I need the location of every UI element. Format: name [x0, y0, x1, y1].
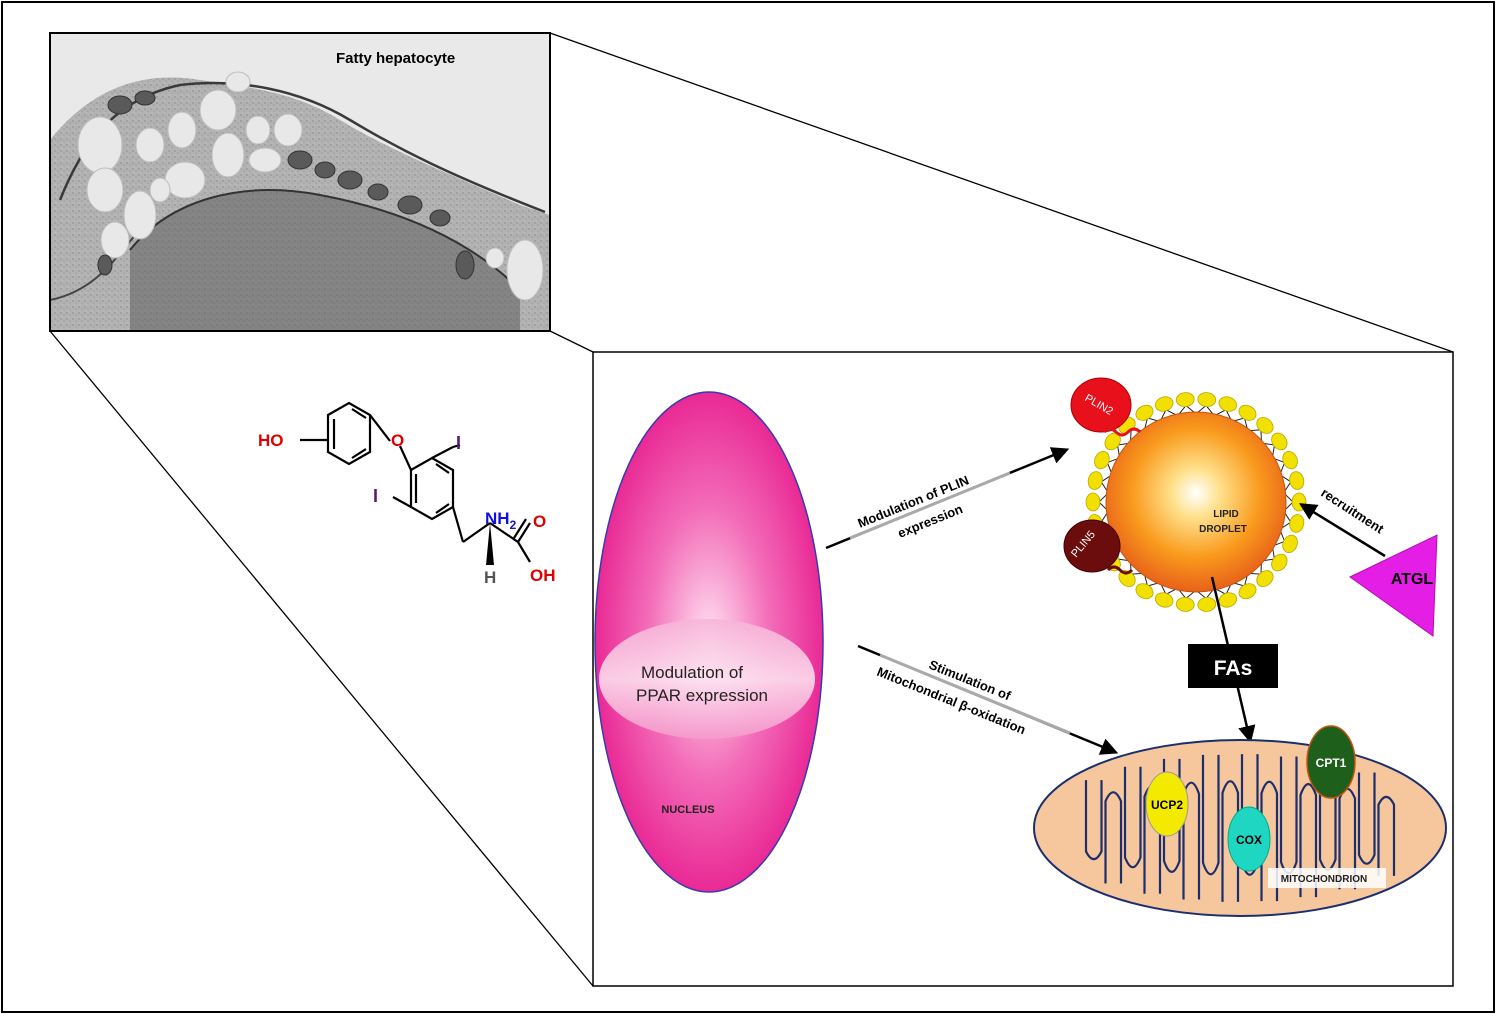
cpt1-protein	[1306, 725, 1356, 799]
phospholipid-head	[1218, 396, 1238, 412]
plin2-protein	[1070, 377, 1132, 433]
atgl-enzyme	[1349, 534, 1438, 637]
phospholipid-head	[1118, 570, 1136, 587]
fas-box	[1188, 644, 1278, 688]
phospholipid-head	[1238, 583, 1257, 600]
mitochondrion-label-bg	[1268, 868, 1386, 888]
phospholipid-head	[1271, 432, 1288, 451]
cox-label: COX	[1236, 833, 1262, 847]
phospholipid-head	[1094, 451, 1110, 470]
phospholipid-head	[1085, 492, 1101, 512]
electron-micrograph	[50, 33, 550, 331]
hydrogen-label: H	[484, 568, 496, 587]
beta-oxidation-arrow-grey	[879, 653, 1071, 735]
ho-label: HO	[258, 431, 284, 450]
phospholipid-head	[1256, 570, 1274, 587]
phospholipid-head	[1282, 451, 1298, 470]
phospholipid-head	[1135, 404, 1154, 421]
cpt1-label: CPT1	[1316, 756, 1347, 770]
phospholipid-head	[1154, 396, 1174, 412]
phospholipid-head	[1291, 492, 1307, 512]
iodine-left-label: I	[373, 486, 378, 506]
iodine-top-label: I	[456, 433, 461, 453]
phospholipid-head	[1175, 597, 1195, 612]
nucleus-inner-region	[599, 619, 815, 739]
nucleus-inner-line2: PPAR expression	[636, 686, 768, 705]
phospholipid-head	[1197, 392, 1217, 407]
micrograph-frame	[49, 32, 551, 332]
ucp2-label: UCP2	[1151, 798, 1183, 812]
phospholipid-head	[1282, 534, 1298, 553]
thyroid-hormone-molecule	[300, 401, 531, 563]
lipid-droplet-label-2: DROPLET	[1199, 524, 1247, 535]
zoom-guide-lines	[49, 32, 1454, 987]
nucleus-label: NUCLEUS	[661, 804, 714, 816]
recruitment-arrow	[1299, 503, 1386, 558]
phospholipid-head	[1271, 553, 1288, 572]
amine-label: NH2	[485, 509, 517, 532]
phospholipid-head	[1175, 392, 1195, 407]
phospholipid-head	[1256, 417, 1274, 434]
plin2-helix	[1102, 427, 1142, 437]
plin-arrow-grey	[849, 471, 1011, 540]
cox-protein	[1227, 806, 1271, 872]
mitochondrion-label: MITOCHONDRION	[1281, 874, 1367, 885]
fas-label: FAs	[1214, 657, 1253, 680]
nucleus-inner-line1: Modulation of	[641, 663, 743, 682]
phospholipid-head	[1289, 471, 1305, 490]
phospholipid-head	[1087, 471, 1103, 490]
phospholipid-head	[1135, 583, 1154, 600]
plin5-protein	[1063, 519, 1121, 573]
plin5-helix	[1106, 565, 1134, 575]
lipid-droplet-label-1: LIPID	[1213, 509, 1239, 520]
micrograph-title: Fatty hepatocyte	[336, 50, 455, 67]
atgl-label: ATGL	[1391, 571, 1434, 588]
phospholipid-head	[1238, 404, 1257, 421]
wedge-bond	[486, 523, 494, 565]
hydroxyl-label: OH	[530, 566, 556, 585]
phospholipid-head	[1154, 592, 1174, 608]
ether-o-label: O	[391, 431, 404, 450]
carbonyl-o-label: O	[533, 512, 546, 531]
ucp2-protein	[1145, 771, 1189, 837]
phospholipid-head	[1197, 597, 1217, 612]
